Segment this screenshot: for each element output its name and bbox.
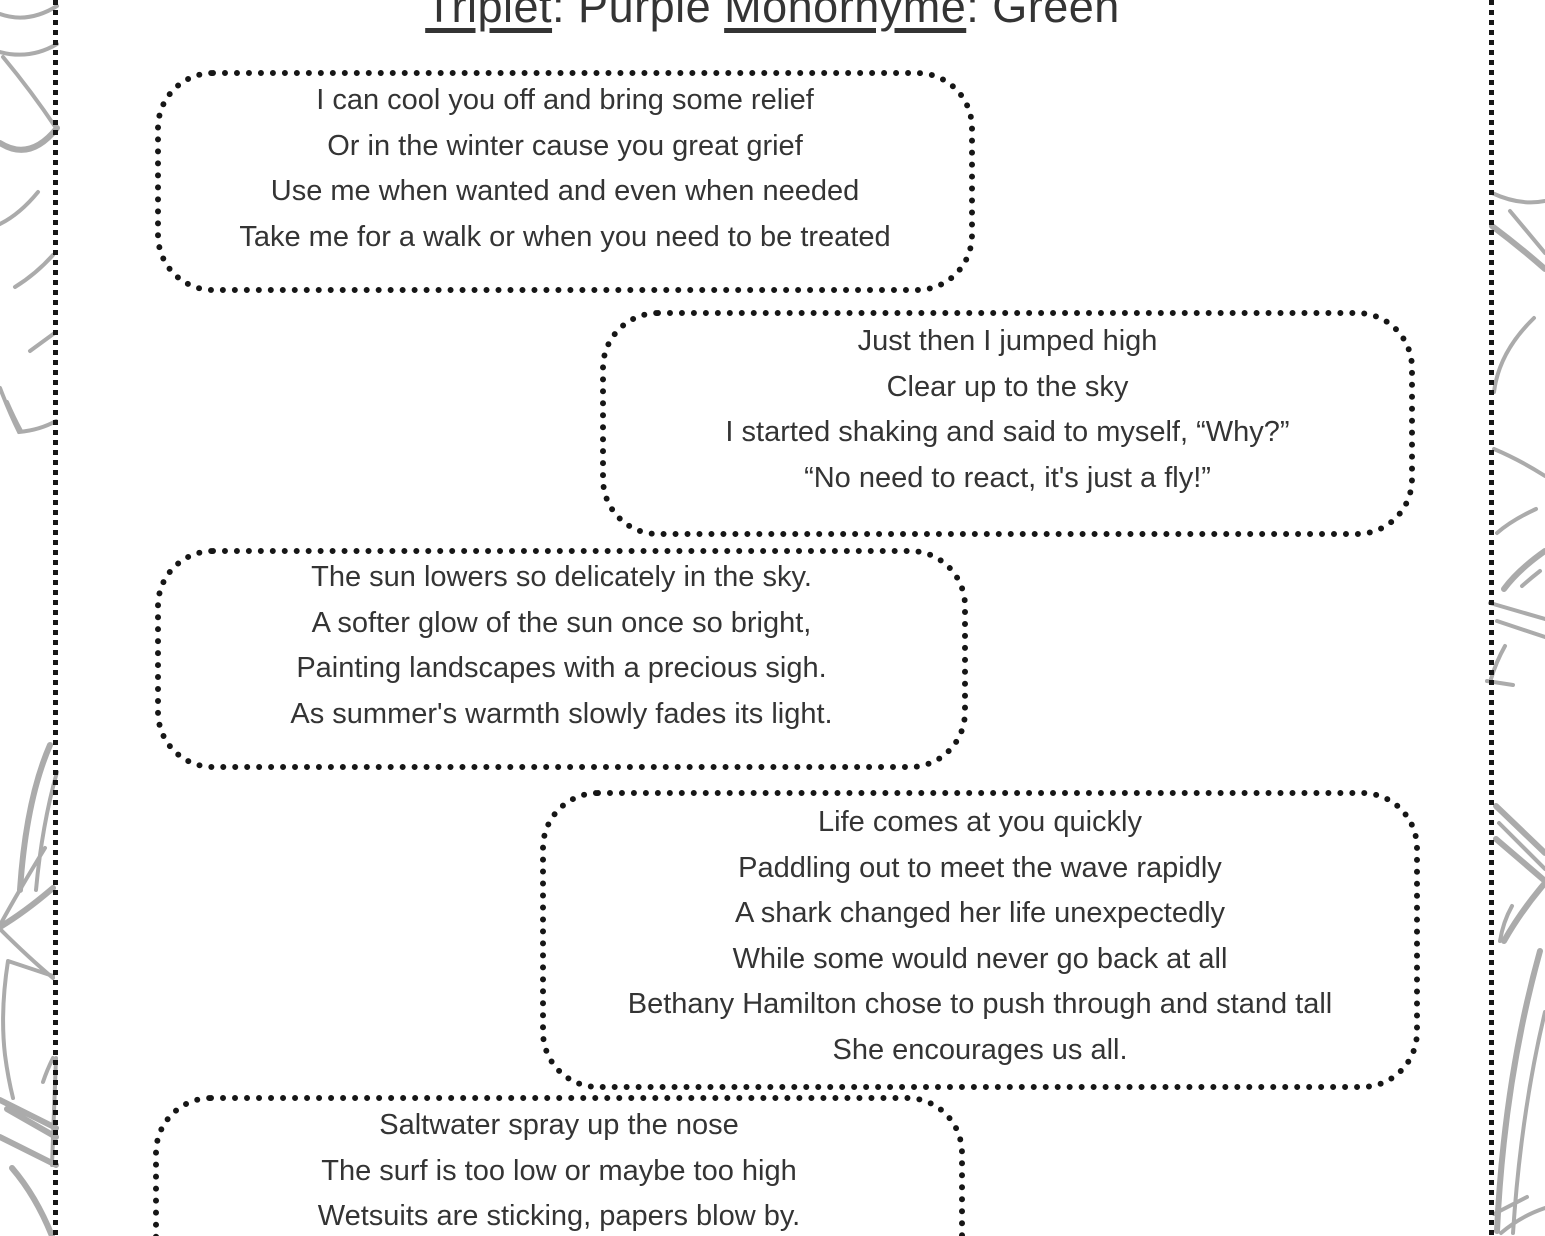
poem-line: As summer's warmth slowly fades its ligh…: [290, 697, 833, 730]
poem-line: The sun lowers so delicately in the sky.: [311, 561, 812, 593]
dotted-page-border-right: [1489, 0, 1494, 1236]
poem-line: Painting landscapes with a precious sigh…: [296, 652, 827, 684]
poem-line: The surf is too low or maybe too high: [321, 1154, 797, 1187]
poem-line: She encourages us all.: [832, 1033, 1128, 1066]
sketch-stroke: [1485, 191, 1545, 1235]
poem-line: I started shaking and said to myself, “W…: [725, 416, 1290, 448]
poem-line: Use me when wanted and even when needed: [270, 175, 860, 207]
title-term-underlined: Triplet: [425, 0, 553, 32]
poem-line: A shark changed her life unexpectedly: [734, 897, 1226, 929]
title-term-underlined: Monorhyme: [724, 0, 967, 32]
poem-line: Paddling out to meet the wave rapidly: [738, 851, 1222, 884]
poem-box-1: I can cool you off and bring some relief…: [155, 70, 975, 293]
poem-line: A softer glow of the sun once so bright,: [311, 606, 812, 639]
poem-3-lines: The sun lowers so delicately in the sky.…: [161, 555, 962, 737]
poem-box-3: The sun lowers so delicately in the sky.…: [155, 548, 968, 770]
poem-line: Or in the winter cause you great grief: [327, 129, 803, 162]
poem-line: Wetsuits are sticking, papers blow by.: [317, 1200, 801, 1232]
poem-line: Clear up to the sky: [886, 370, 1129, 403]
poem-line: “No need to react, it's just a fly!”: [804, 461, 1211, 494]
floral-sketch-right: [1485, 191, 1545, 1235]
poem-line: Life comes at you quickly: [818, 806, 1142, 838]
poem-line: Saltwater spray up the nose: [379, 1109, 739, 1141]
poem-1-lines: I can cool you off and bring some relief…: [161, 78, 969, 260]
poem-line: Just then I jumped high: [857, 325, 1158, 357]
title-text: : Green: [966, 0, 1120, 32]
dotted-page-border-left: [53, 0, 58, 1236]
page-title: Triplet: Purple Monorhyme: Green: [0, 0, 1545, 34]
poem-line: While some would never go back at all: [732, 942, 1228, 975]
sketch-stroke: [0, 4, 59, 1167]
poem-line: I can cool you off and bring some relief: [316, 84, 814, 116]
floral-sketch-left: [0, 4, 60, 1236]
sketch-stroke: [1489, 223, 1545, 1234]
poem-line: Bethany Hamilton chose to push through a…: [627, 988, 1333, 1020]
title-text: : Purple: [552, 0, 725, 32]
poem-line: Take me for a walk or when you need to b…: [239, 220, 891, 253]
sketch-stroke: [0, 125, 60, 1236]
